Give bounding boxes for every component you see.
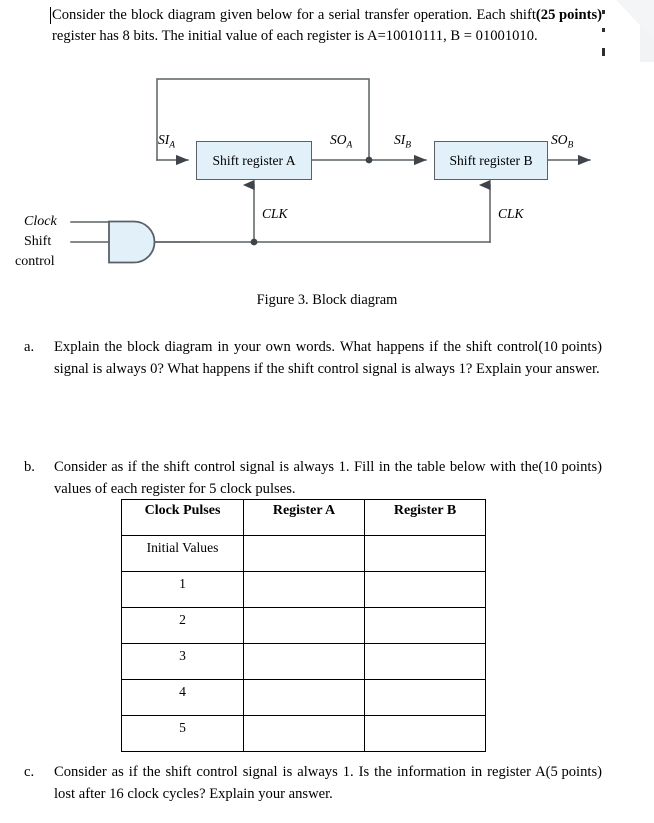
and-gate-shape [108, 220, 156, 264]
question-marker-b: b. [24, 459, 35, 475]
intro-points: (25 points) [535, 7, 602, 23]
figure-caption: Figure 3. Block diagram [256, 292, 398, 308]
register-values-table: Clock Pulses Register A Register B Initi… [121, 499, 486, 752]
cell-clock-pulse: 2 [121, 607, 244, 644]
question-text-a: Explain the block diagram in your own wo… [54, 339, 600, 377]
intro-paragraph: (25 points) Consider the block diagram g… [50, 5, 602, 47]
table-header-register-a: Register A [243, 499, 365, 536]
clock-input-label: Clock [24, 214, 57, 229]
shift-register-a-box: Shift register A [196, 141, 312, 180]
question-points-b: (10 points) [538, 459, 602, 475]
question-item-a: a. (10 points) Explain the block diagram… [24, 337, 602, 380]
question-body-c: (5 points) Consider as if the shift cont… [54, 762, 602, 805]
cell-clock-pulse: Initial Values [121, 535, 244, 572]
question-points-c: (5 points) [545, 764, 602, 780]
cell-clock-pulse: 3 [121, 643, 244, 680]
shift-register-b-box: Shift register B [434, 141, 548, 180]
question-body-a: (10 points) Explain the block diagram in… [54, 337, 602, 380]
table-header-row: Clock Pulses Register A Register B [121, 499, 486, 536]
cell-register-b[interactable] [364, 715, 486, 752]
cell-clock-pulse: 1 [121, 571, 244, 608]
cell-register-a[interactable] [243, 679, 365, 716]
block-diagram-figure: Shift register A Shift register B SIA SO… [0, 70, 654, 285]
signal-label-clk-a: CLK [262, 206, 288, 221]
cell-register-b[interactable] [364, 679, 486, 716]
cell-register-b[interactable] [364, 643, 486, 680]
table-row: 5 [121, 715, 486, 752]
scan-speck [602, 10, 605, 14]
table-row: 4 [121, 679, 486, 716]
question-item-c: c. (5 points) Consider as if the shift c… [24, 762, 602, 805]
shift-control-label-line1: Shift [24, 234, 52, 249]
signal-label-so-a: SOA [330, 132, 353, 151]
question-text-c: Consider as if the shift control signal … [54, 764, 546, 802]
cell-register-b[interactable] [364, 607, 486, 644]
signal-label-clk-b: CLK [498, 206, 524, 221]
cell-register-a[interactable] [243, 607, 365, 644]
intro-text: Consider the block diagram given below f… [52, 7, 538, 44]
cell-clock-pulse: 5 [121, 715, 244, 752]
text-caret [50, 7, 51, 24]
table-header-register-b: Register B [364, 499, 486, 536]
table-row: 3 [121, 643, 486, 680]
table-row: 2 [121, 607, 486, 644]
table-header-clock-pulses: Clock Pulses [121, 499, 244, 536]
cell-clock-pulse: 4 [121, 679, 244, 716]
question-text-b: Consider as if the shift control signal … [54, 459, 539, 497]
junction-dot-clk [250, 238, 258, 246]
shift-control-label-line2: control [15, 254, 55, 269]
scan-speck [602, 28, 605, 32]
diagram-wires [70, 78, 591, 264]
shift-register-b-label: Shift register B [449, 152, 533, 168]
cell-register-a[interactable] [243, 571, 365, 608]
shift-register-a-label: Shift register A [212, 152, 296, 168]
question-points-a: (10 points) [538, 339, 602, 355]
signal-label-si-b: SIB [394, 132, 412, 151]
cell-register-a[interactable] [243, 643, 365, 680]
table-row: 1 [121, 571, 486, 608]
question-item-b: b. (10 points) Consider as if the shift … [24, 457, 602, 500]
page-scan-corner-artifact [600, 0, 654, 62]
page-fold-triangle [616, 0, 654, 40]
question-marker-a: a. [24, 339, 35, 355]
cell-register-b[interactable] [364, 571, 486, 608]
question-body-b: (10 points) Consider as if the shift con… [54, 457, 602, 500]
table-row: Initial Values [121, 535, 486, 572]
cell-register-a[interactable] [243, 535, 365, 572]
signal-label-so-b: SOB [551, 132, 574, 151]
signal-label-si-a: SIA [158, 132, 176, 151]
cell-register-b[interactable] [364, 535, 486, 572]
feedback-wire-a [156, 78, 370, 161]
page-edge-shade [640, 0, 654, 62]
cell-register-a[interactable] [243, 715, 365, 752]
scan-speck [602, 48, 605, 56]
question-marker-c: c. [24, 764, 35, 780]
junction-dot-so-a [365, 156, 373, 164]
